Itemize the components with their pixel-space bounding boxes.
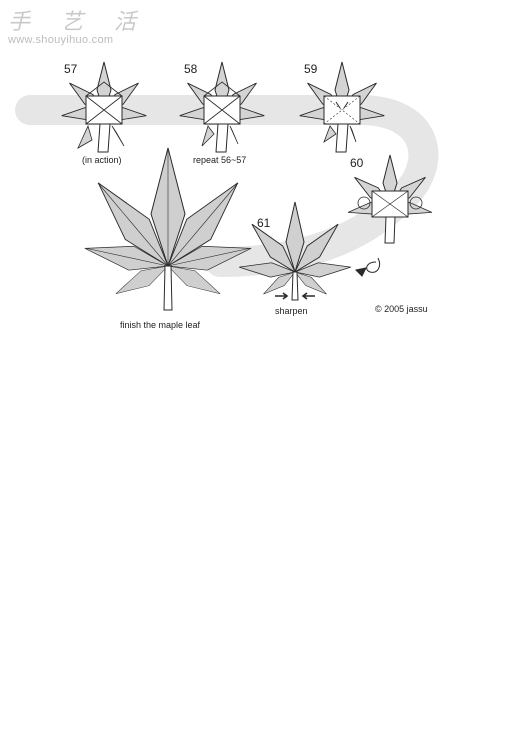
- step-number-60: 60: [350, 156, 364, 170]
- copyright-notice: © 2005 jassu: [375, 304, 428, 314]
- step-60-figure: [346, 154, 434, 244]
- step-58-caption: repeat 56~57: [193, 155, 247, 165]
- step-number-61: 61: [257, 216, 271, 230]
- site-watermark: 手 艺 活 www.shouyihuo.com: [8, 4, 148, 46]
- step-59-figure: [298, 61, 386, 153]
- step-57-caption: (in action): [82, 155, 122, 165]
- watermark-title: 手 艺 活: [8, 10, 148, 35]
- step-57-figure: [60, 61, 148, 153]
- step-number-58: 58: [184, 62, 198, 76]
- step-58-figure: [178, 61, 266, 153]
- final-maple-leaf-figure: [81, 147, 255, 311]
- final-caption: finish the maple leaf: [120, 320, 201, 330]
- step-number-59: 59: [304, 62, 318, 76]
- step-61-caption: sharpen: [275, 306, 308, 316]
- step-61-figure: [238, 201, 352, 301]
- step-number-57: 57: [64, 62, 78, 76]
- watermark-url: www.shouyihuo.com: [8, 34, 114, 46]
- turn-over-arrow-icon: [354, 257, 381, 277]
